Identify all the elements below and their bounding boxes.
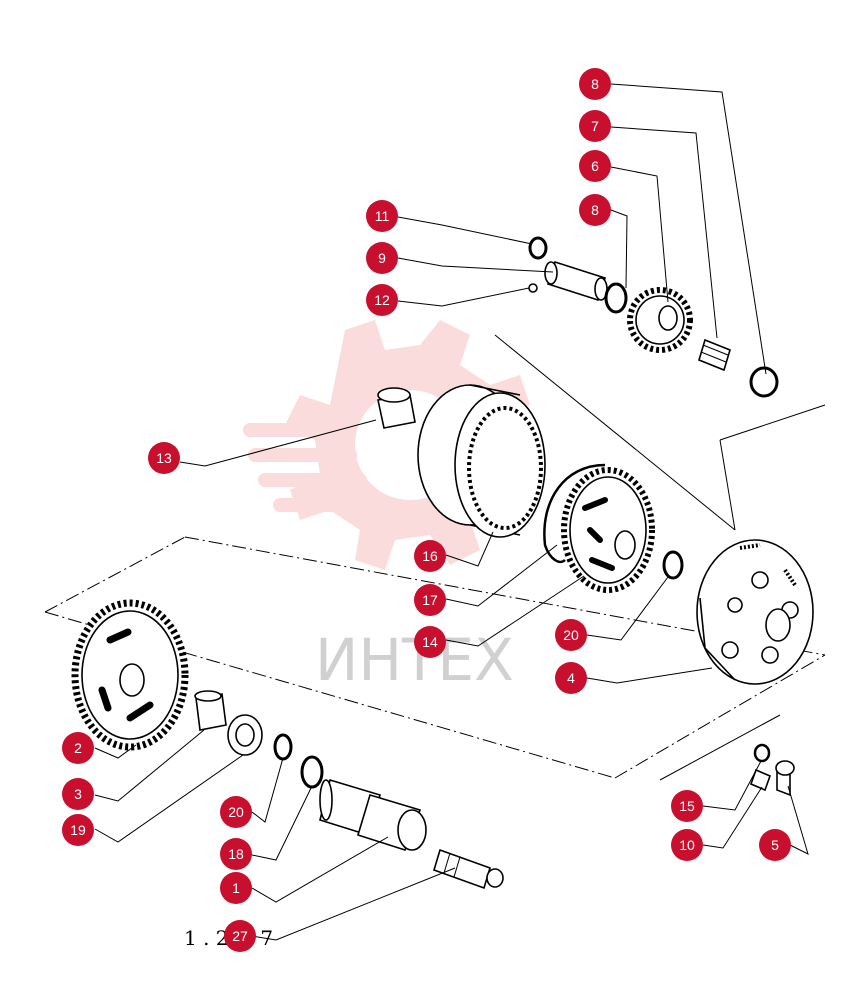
grub-screw-10: [749, 768, 772, 792]
svg-text:19: 19: [70, 822, 86, 838]
callout-18[interactable]: 18: [220, 838, 252, 870]
callout-20-upper[interactable]: 20: [555, 619, 587, 651]
svg-text:12: 12: [374, 292, 390, 308]
svg-text:2: 2: [74, 740, 82, 756]
callout-15[interactable]: 15: [671, 790, 703, 822]
svg-text:8: 8: [591, 202, 599, 218]
svg-text:8: 8: [591, 76, 599, 92]
callout-19[interactable]: 19: [62, 814, 94, 846]
svg-text:3: 3: [74, 786, 82, 802]
housing-edges: [494, 334, 826, 781]
bush-3: [194, 690, 227, 731]
svg-text:27: 27: [232, 928, 248, 944]
svg-text:13: 13: [156, 450, 172, 466]
callout-11[interactable]: 11: [366, 200, 398, 232]
bush-13: [377, 387, 416, 429]
svg-text:20: 20: [563, 627, 579, 643]
callout-8-inner[interactable]: 8: [579, 194, 611, 226]
circlip-18: [300, 755, 324, 789]
washer-8-inner: [604, 282, 628, 314]
planet-gear-6: [627, 287, 693, 353]
callout-16[interactable]: 16: [414, 540, 446, 572]
svg-text:16: 16: [422, 548, 438, 564]
shaft-1: [319, 778, 427, 851]
svg-text:1: 1: [232, 880, 240, 896]
circlip-20-lower: [273, 733, 293, 761]
bearing-19: [227, 714, 263, 756]
svg-text:14: 14: [422, 634, 438, 650]
callout-17[interactable]: 17: [414, 584, 446, 616]
callout-6[interactable]: 6: [579, 150, 611, 182]
svg-text:11: 11: [375, 208, 390, 224]
circlip-20-upper: [662, 550, 684, 580]
svg-text:10: 10: [679, 837, 695, 853]
svg-text:17: 17: [422, 592, 438, 608]
callout-12[interactable]: 12: [366, 284, 398, 316]
svg-text:4: 4: [567, 670, 575, 686]
callout-9[interactable]: 9: [366, 242, 398, 274]
sun-gear-14: [561, 467, 655, 593]
callout-13[interactable]: 13: [148, 442, 180, 474]
ball-12: [528, 283, 538, 293]
svg-text:18: 18: [228, 846, 244, 862]
snap-ring-17: [543, 463, 606, 564]
callout-20-lower[interactable]: 20: [220, 796, 252, 828]
callout-4[interactable]: 4: [555, 662, 587, 694]
watermark-text: ИНТЕХ: [315, 626, 514, 694]
washer-8-outer: [749, 366, 779, 398]
callout-3[interactable]: 3: [62, 778, 94, 810]
callout-14[interactable]: 14: [414, 626, 446, 658]
pinion-shaft-27: [433, 848, 504, 890]
gear-2: [71, 599, 189, 751]
svg-text:6: 6: [591, 158, 599, 174]
callout-2[interactable]: 2: [62, 732, 94, 764]
circlip-11: [528, 236, 548, 260]
svg-text:15: 15: [679, 798, 695, 814]
callout-8-top[interactable]: 8: [579, 68, 611, 100]
planet-carrier-4: [696, 539, 814, 685]
svg-text:9: 9: [378, 250, 386, 266]
planet-pin-9: [544, 260, 608, 302]
svg-text:5: 5: [771, 837, 779, 853]
leader-lines: [94, 83, 809, 941]
callout-10[interactable]: 10: [671, 829, 703, 861]
callout-7[interactable]: 7: [579, 110, 611, 142]
callout-5[interactable]: 5: [759, 829, 791, 861]
needle-bearing-7: [698, 338, 731, 372]
washer-15: [753, 743, 771, 763]
callout-1[interactable]: 1: [220, 872, 252, 904]
callout-27[interactable]: 27: [224, 920, 256, 952]
svg-text:7: 7: [591, 118, 599, 134]
ring-gear-16: [417, 384, 546, 538]
svg-text:20: 20: [228, 804, 244, 820]
bolt-5: [775, 760, 795, 797]
